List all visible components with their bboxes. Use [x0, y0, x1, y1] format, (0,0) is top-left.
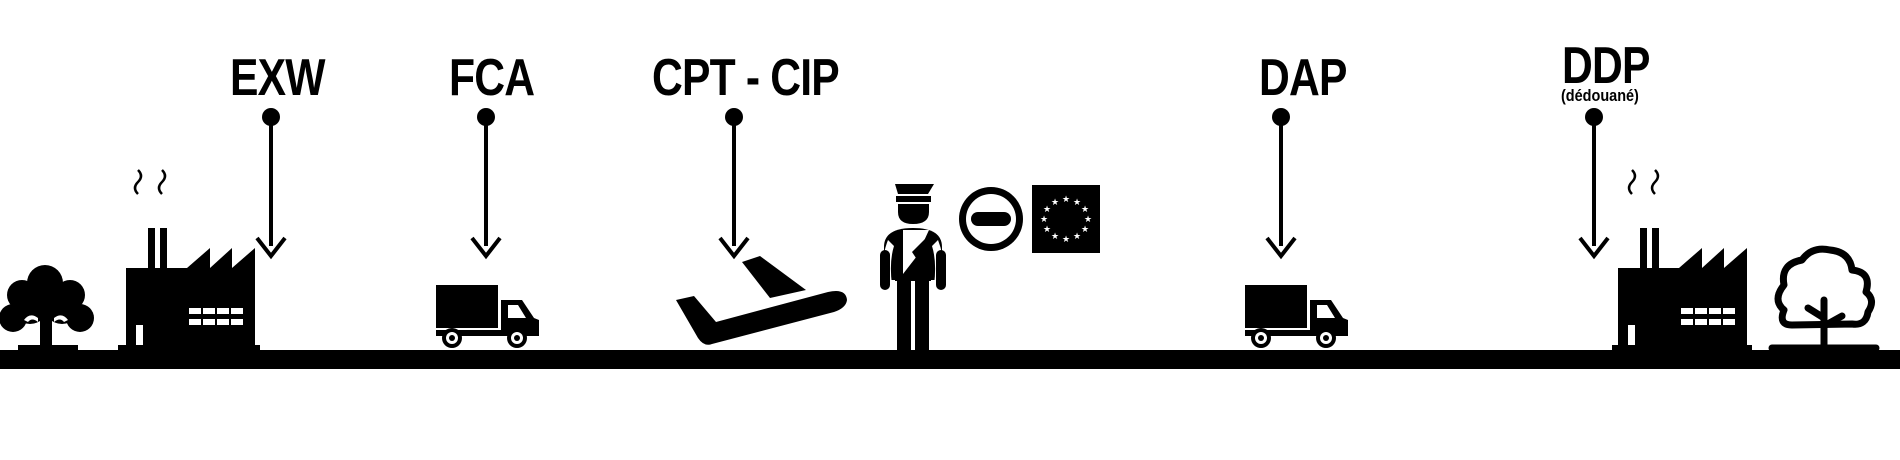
term-exw: EXW [230, 49, 325, 107]
term-dap: DAP [1259, 49, 1347, 107]
factory-icon-right [1612, 169, 1752, 351]
ground-platform [866, 364, 1022, 369]
truck-icon-fca [436, 285, 539, 348]
svg-text:★: ★ [1051, 232, 1059, 242]
svg-text:★: ★ [1073, 232, 1081, 242]
ground-line [0, 350, 1900, 369]
tree-icon-right [1768, 245, 1880, 352]
svg-text:★: ★ [1043, 225, 1051, 235]
no-entry-icon [959, 187, 1023, 251]
svg-text:★: ★ [1040, 215, 1048, 225]
svg-text:★: ★ [1062, 235, 1070, 245]
factory-icon-left [118, 169, 260, 351]
pointer-dap [1265, 108, 1297, 260]
pointer-exw [255, 108, 287, 260]
airplane-icon [676, 256, 847, 345]
svg-text:★: ★ [1081, 225, 1089, 235]
customs-officer-icon [880, 184, 946, 350]
term-fca: FCA [449, 49, 535, 107]
truck-icon-dap [1245, 285, 1348, 348]
svg-text:★: ★ [1084, 215, 1092, 225]
term-ddp: DDP [1562, 37, 1650, 95]
svg-text:★: ★ [1051, 198, 1059, 208]
tree-icon-left [0, 265, 94, 355]
svg-text:★: ★ [1062, 195, 1070, 205]
term-ddp-subtitle: (dédouané) [1561, 86, 1639, 105]
pointer-cpt-cip [718, 108, 750, 260]
term-cpt-cip: CPT - CIP [652, 49, 840, 107]
eu-flag-icon: ★ ★ ★ ★ ★ ★ ★ ★ ★ ★ ★ ★ [1032, 185, 1100, 253]
svg-text:★: ★ [1073, 198, 1081, 208]
pointer-fca [470, 108, 502, 260]
pointer-ddp [1578, 108, 1610, 260]
svg-text:★: ★ [1081, 205, 1089, 215]
tree-left-details [24, 315, 68, 322]
svg-text:★: ★ [1043, 205, 1051, 215]
